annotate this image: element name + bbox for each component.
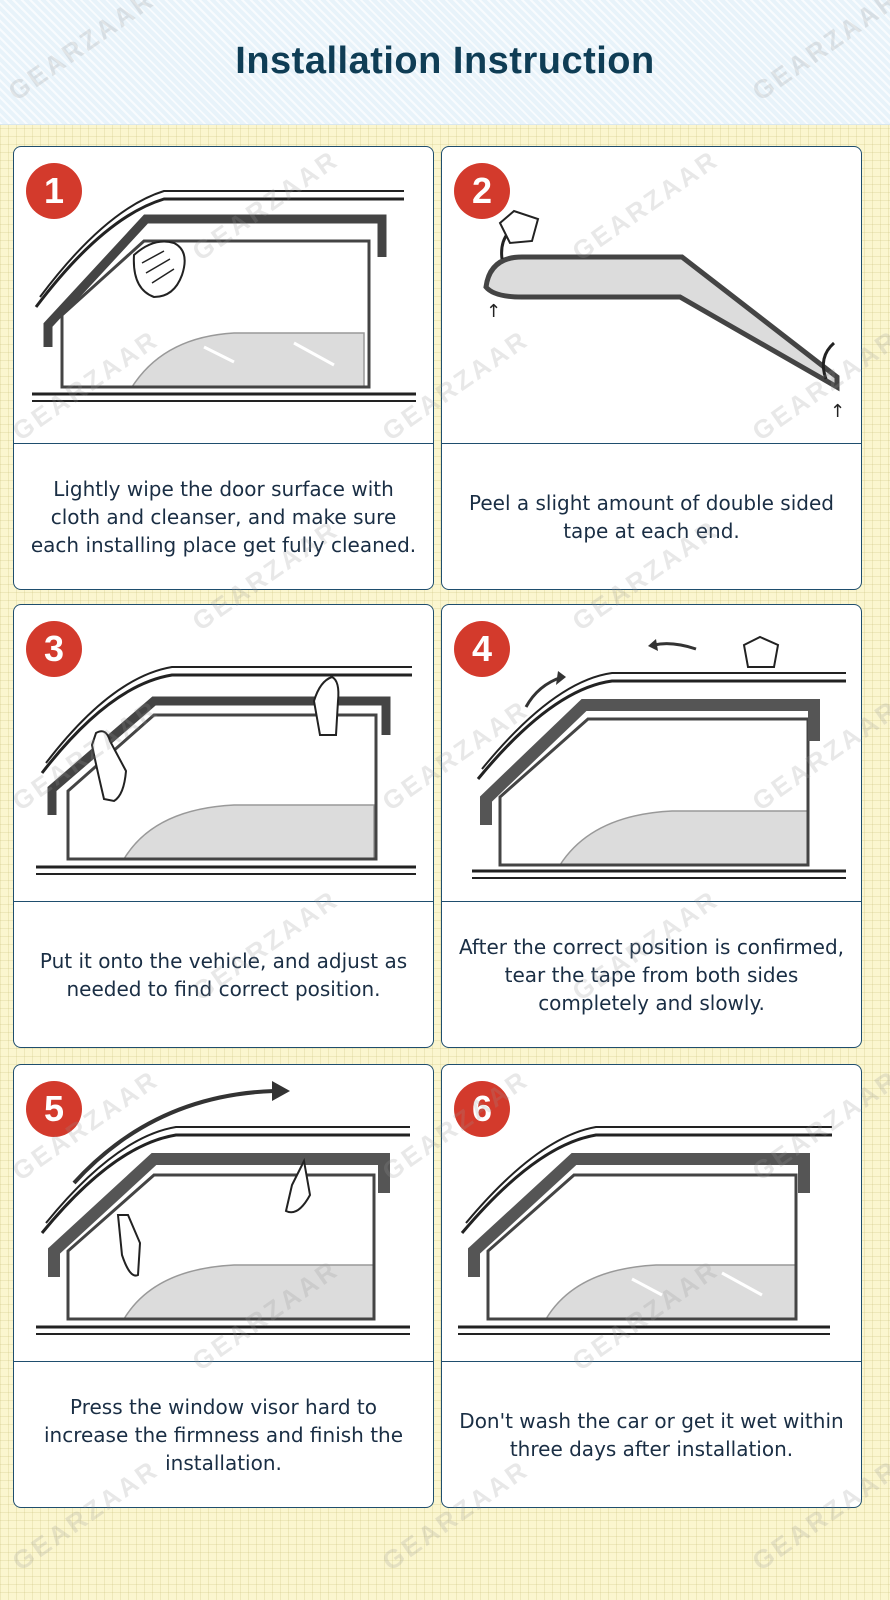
page-title: Installation Instruction: [235, 40, 655, 82]
card-divider: [14, 1361, 433, 1362]
step-caption-4: After the correct position is confirmed,…: [458, 935, 845, 1015]
hands-position-visor-icon: [36, 666, 416, 875]
step-number-badge-5: 5: [26, 1081, 82, 1137]
card-divider: [442, 901, 861, 902]
step-caption-1: Lightly wipe the door surface with cloth…: [30, 477, 417, 557]
step-card-3: 3 Put it onto the vehicle, and adjust as…: [13, 604, 434, 1048]
svg-text:↑: ↑: [830, 401, 845, 422]
tape-peel-visor-icon: ↑ ↑: [483, 209, 845, 422]
step-number-badge-1: 1: [26, 163, 82, 219]
step-number-badge-2: 2: [454, 163, 510, 219]
step-card-5: 5 Press the window visor hard to increas…: [13, 1064, 434, 1508]
header-banner: Installation Instruction: [0, 0, 890, 125]
step-caption-3: Put it onto the vehicle, and adjust as n…: [39, 949, 408, 1001]
step-number-badge-6: 6: [454, 1081, 510, 1137]
svg-text:↑: ↑: [486, 301, 501, 322]
card-divider: [442, 1361, 861, 1362]
step-card-4: 4 After the correct position is confirme…: [441, 604, 862, 1048]
installed-visor-icon: [458, 1126, 832, 1335]
step-card-1: 1 Lightly wipe the door surface with clo…: [13, 146, 434, 590]
cloth-wipe-hand-icon: [32, 190, 416, 402]
press-visor-hand-icon: [36, 1081, 410, 1335]
step-card-2: ↑ ↑ 2 Peel a slight amount of double sid…: [441, 146, 862, 590]
step-caption-2: Peel a slight amount of double sided tap…: [469, 491, 834, 543]
step-card-6: 6 Don't wash the car or get it wet withi…: [441, 1064, 862, 1508]
card-divider: [14, 901, 433, 902]
tear-tape-icon: [472, 635, 846, 879]
step-number-badge-4: 4: [454, 621, 510, 677]
step-caption-6: Don't wash the car or get it wet within …: [459, 1409, 844, 1461]
step-number-badge-3: 3: [26, 621, 82, 677]
step-caption-5: Press the window visor hard to increase …: [43, 1395, 404, 1475]
card-divider: [14, 443, 433, 444]
card-divider: [442, 443, 861, 444]
